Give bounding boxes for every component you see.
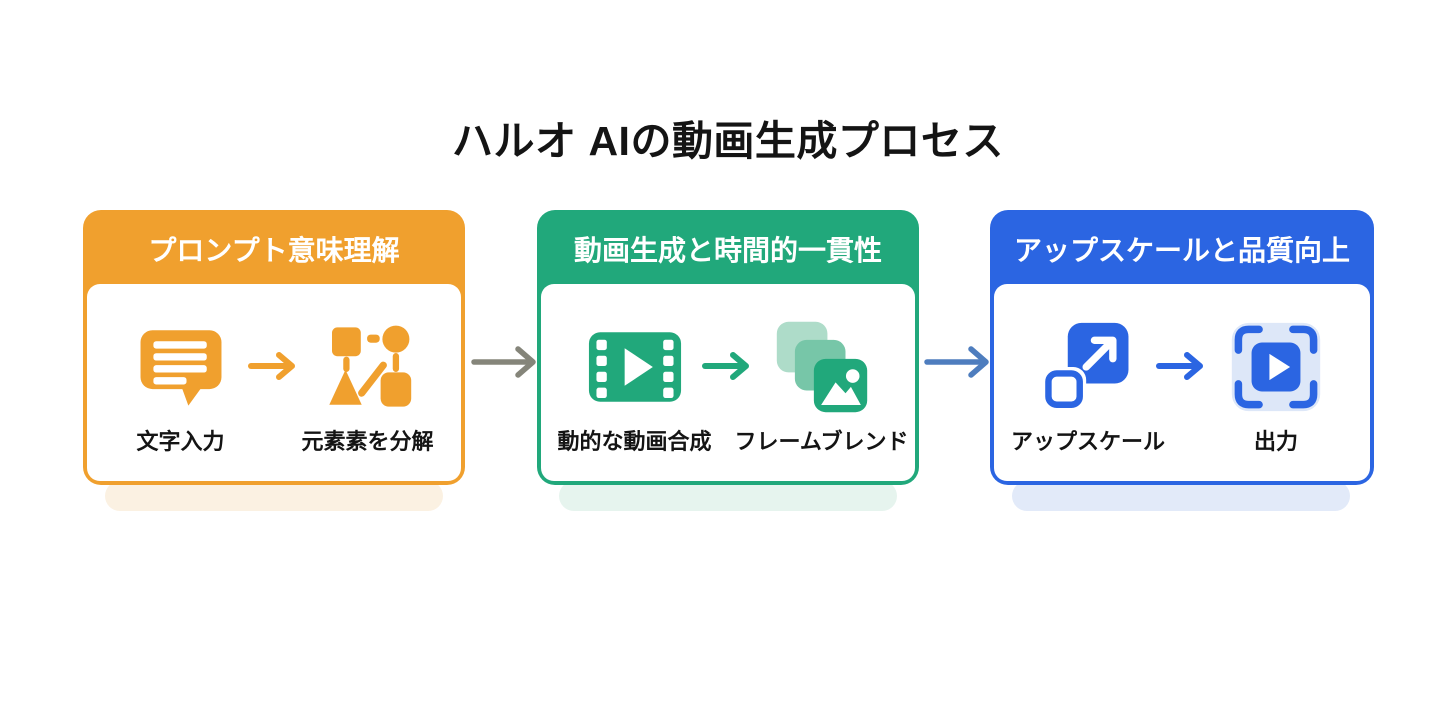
step-label: 元素素を分解 (301, 429, 434, 454)
flow-arrow-icon (468, 342, 546, 387)
card-body: 文字入力 元素素を分解 (87, 284, 461, 481)
step-label: 出力 (1253, 429, 1298, 454)
stacked-frames-icon (775, 320, 869, 414)
page-title: ハルオ AIの動画生成プロセス (452, 118, 1004, 165)
step-label: フレームブレンド (734, 429, 909, 454)
card-header: 動画生成と時間的一貫性 (573, 235, 882, 266)
step-output: 出力 (1182, 320, 1370, 456)
step-text-input: 文字入力 (87, 320, 274, 456)
step-label: アップスケール (1010, 429, 1165, 454)
card-upscale-quality: アップスケールと品質向上 アップスケール (990, 210, 1374, 485)
output-play-icon (1229, 320, 1323, 414)
card-body: アップスケール 出力 (994, 284, 1370, 481)
card-prompt-understanding: プロンプト意味理解 文字入力 (83, 210, 465, 485)
step-dynamic-synthesis: 動的な動画合成 (541, 320, 728, 456)
card-header: アップスケールと品質向上 (1013, 235, 1350, 266)
step-label: 動的な動画合成 (557, 429, 712, 454)
arrow-right-icon (246, 350, 302, 387)
chat-bubble-icon (134, 320, 228, 414)
arrow-right-icon (1154, 350, 1210, 387)
step-decompose-elements: 元素素を分解 (274, 320, 461, 456)
card-header: プロンプト意味理解 (148, 235, 400, 266)
step-label: 文字入力 (136, 429, 225, 454)
card-shadow-strip (105, 481, 443, 511)
step-upscale: アップスケール (994, 320, 1182, 456)
upscale-icon (1041, 320, 1135, 414)
card-body: 動的な動画合成 フレームブレンド (541, 284, 915, 481)
card-shadow-strip (559, 481, 897, 511)
card-video-generation: 動画生成と時間的一貫性 動的な動画合成 (537, 210, 919, 485)
film-play-icon (588, 320, 682, 414)
arrow-right-icon (700, 350, 756, 387)
card-shadow-strip (1012, 481, 1350, 511)
step-frame-blend: フレームブレンド (728, 320, 915, 456)
decompose-shapes-icon (321, 320, 415, 414)
flow-arrow-icon (921, 342, 999, 387)
